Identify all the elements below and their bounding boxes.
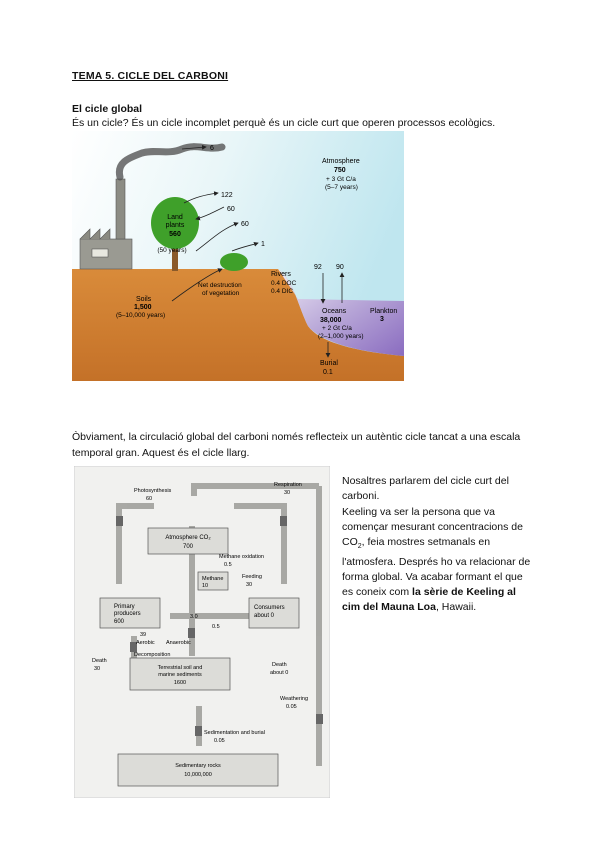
- oceans-years: (2–1,000 years): [318, 333, 364, 340]
- atmosphere-co2-label: Atmosphere CO₂: [165, 535, 211, 541]
- sedimentary-rocks-value: 10,000,000: [184, 772, 212, 778]
- arrow-60a-label: 60: [227, 206, 235, 213]
- methane-oxidation-value: 0.5: [224, 562, 232, 568]
- terrestrial-label: Terrestrial soil and: [158, 665, 203, 671]
- feeding-value: 30: [246, 582, 252, 588]
- net-destruction-label-2: of vegetation: [202, 290, 240, 297]
- death-right-value: about 0: [270, 670, 288, 676]
- side-text-end: , Hawaii.: [435, 601, 477, 614]
- consumers-label: Consumers: [254, 605, 285, 611]
- methane-oxidation-label: Methane oxidation: [219, 554, 264, 560]
- methane-value: 10: [202, 583, 208, 589]
- consumers-box: [248, 597, 300, 629]
- value-3-0: 3.0: [190, 614, 198, 620]
- value-39: 39: [140, 632, 146, 638]
- arrow-60b-label: 60: [241, 221, 249, 228]
- terrestrial-label-2: marine sediments: [158, 672, 202, 678]
- methane-label: Methane: [202, 576, 223, 582]
- value-0-5: 0.5: [212, 624, 220, 630]
- atmosphere-label: Atmosphere: [322, 158, 360, 165]
- consumers-value: about 0: [254, 613, 275, 619]
- atmosphere-value: 750: [334, 167, 346, 174]
- death-right-label: Death: [272, 662, 287, 668]
- land-plants-value: 560: [169, 231, 181, 238]
- factory-chimney: [115, 178, 126, 240]
- oceans-rate: + 2 Gt C/a: [322, 325, 352, 332]
- decomposition-label: Decomposition: [134, 652, 170, 658]
- tree-crown: [151, 197, 199, 249]
- atmosphere-co2-value: 700: [183, 544, 194, 550]
- keeling-series-bold: la sèrie de Keeling al cim del Mauna Loa: [342, 586, 516, 614]
- sedimentation-label: Sedimentation and burial: [204, 730, 265, 736]
- primary-producers-label-2: producers: [114, 611, 141, 617]
- atmosphere-box: [147, 527, 229, 555]
- arrow-122-label: 122: [221, 192, 233, 199]
- sedimentary-rocks-box: [117, 753, 279, 787]
- burial-label: Burial: [320, 360, 338, 367]
- oceans-label: Oceans: [322, 308, 347, 315]
- co2-subscript: 2: [357, 543, 362, 551]
- side-paragraph-2: Keeling va ser la persona que va comença…: [342, 505, 532, 616]
- rivers-dic: 0.4 DIC: [271, 288, 293, 295]
- feeding-label: Feeding: [242, 574, 262, 580]
- side-paragraph-1: Nosaltres parlarem del cicle curt del ca…: [342, 475, 509, 503]
- burial-value: 0.1: [323, 369, 333, 376]
- terrestrial-soil-box: [129, 657, 231, 691]
- ocean-area: [278, 269, 404, 356]
- methane-box: [197, 571, 229, 591]
- death-left-value: 30: [94, 666, 100, 672]
- land-plants-label-2: plants: [166, 222, 185, 229]
- primary-producers-label: Primary: [114, 604, 135, 610]
- carbon-cycle-box-diagram: Atmosphere CO₂ 700 Primary producers 600…: [74, 466, 330, 798]
- weathering-label: Weathering: [280, 696, 308, 702]
- ocean-in-value: 92: [314, 264, 322, 271]
- plankton-value: 3: [380, 316, 384, 323]
- sedimentary-rocks-label: Sedimentary rocks: [175, 763, 221, 769]
- aerobic-label: Aerobic: [136, 640, 155, 646]
- primary-producers-value: 600: [114, 619, 125, 625]
- shrub: [220, 253, 248, 271]
- primary-producers-box: [99, 597, 161, 629]
- soils-label: Soils: [136, 296, 152, 303]
- terrestrial-value: 1600: [174, 680, 186, 686]
- respiration-label: Respiration: [274, 482, 302, 488]
- rivers-doc: 0.4 DOC: [271, 280, 297, 287]
- land-plants-years: (50 years): [157, 247, 186, 254]
- rivers-label: Rivers: [271, 271, 291, 278]
- anaerobic-label: Anaerobic: [166, 640, 191, 646]
- section-heading: El cicle global: [72, 103, 143, 115]
- plankton-label: Plankton: [370, 308, 397, 315]
- respiration-value: 30: [284, 490, 290, 496]
- weathering-value: 0.05: [286, 704, 297, 710]
- side-text-a: Keeling va ser la persona que va comença…: [342, 505, 523, 549]
- ocean-out-value: 90: [336, 264, 344, 271]
- arrow-1-label: 1: [261, 241, 265, 248]
- global-carbon-cycle-figure: 6 Land plants 560 (50 years) 122 60 60 1…: [72, 131, 404, 381]
- death-left-label: Death: [92, 658, 107, 664]
- photosynthesis-label: Photosynthesis: [134, 488, 172, 494]
- side-text-b: , feia mostres setmanals en l'atmosfera.…: [342, 536, 531, 599]
- net-destruction-label: Net destruction: [198, 282, 242, 289]
- soils-value: 1,500: [134, 304, 152, 311]
- keeling-text: Nosaltres parlarem del cicle curt del ca…: [342, 474, 532, 616]
- soil-area: [72, 269, 404, 381]
- intro-paragraph: És un cicle? És un cicle incomplet perqu…: [72, 117, 496, 129]
- soils-years: (5–10,000 years): [116, 312, 165, 319]
- atmosphere-rate: + 3 Gt C/a: [326, 176, 356, 183]
- photosynthesis-value: 60: [146, 496, 152, 502]
- atmosphere-years: (5–7 years): [325, 184, 358, 191]
- long-cycle-paragraph: Òbviament, la circulació global del carb…: [72, 431, 521, 459]
- page-title: TEMA 5. CICLE DEL CARBONI: [72, 70, 229, 82]
- oceans-value: 38,000: [320, 317, 342, 324]
- sedimentation-value: 0.05: [214, 738, 225, 744]
- land-plants-label: Land: [167, 214, 183, 221]
- smoke-value: 6: [210, 145, 214, 152]
